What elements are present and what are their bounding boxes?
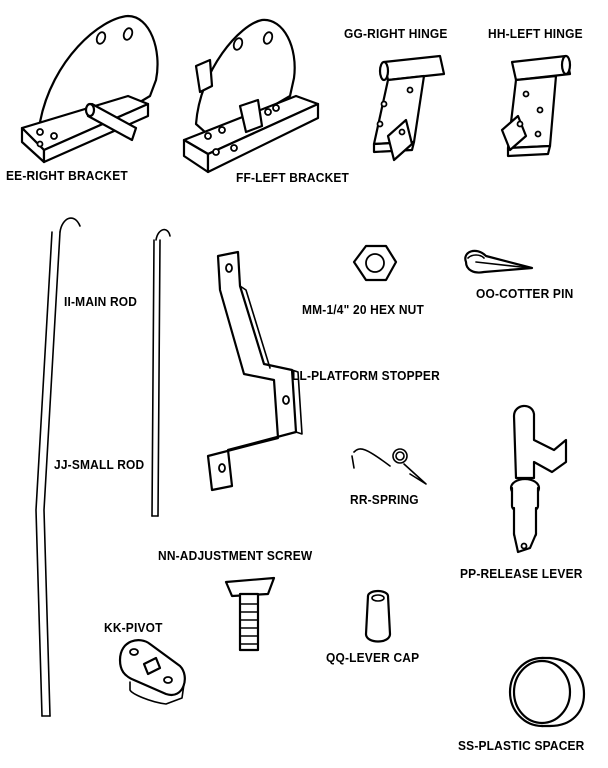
label-spring: RR-SPRING [350, 492, 419, 507]
label-release-lever: PP-RELEASE LEVER [460, 566, 583, 581]
label-cotter-pin: OO-COTTER PIN [476, 286, 574, 301]
platform-stopper-drawing [206, 250, 303, 492]
left-bracket-drawing [182, 18, 320, 174]
main-rod-drawing [35, 217, 81, 717]
label-main-rod: II-MAIN ROD [64, 294, 138, 309]
hex-nut-drawing [352, 244, 398, 282]
label-left-bracket: FF-LEFT BRACKET [236, 170, 350, 185]
label-right-hinge: GG-RIGHT HINGE [344, 26, 448, 41]
label-left-hinge: HH-LEFT HINGE [488, 26, 583, 41]
label-plastic-spacer: SS-PLASTIC SPACER [458, 738, 585, 753]
label-pivot: KK-PIVOT [104, 620, 163, 635]
label-hex-nut: MM-1/4" 20 HEX NUT [302, 302, 424, 317]
cotter-pin-drawing [464, 249, 534, 274]
lever-cap-drawing [364, 589, 392, 643]
left-hinge-drawing [500, 54, 572, 158]
label-platform-stopper: LL-PLATFORM STOPPER [292, 368, 440, 383]
right-bracket-drawing [20, 14, 159, 164]
small-rod-drawing [151, 228, 171, 517]
right-hinge-drawing [372, 54, 446, 162]
label-adjustment-screw: NN-ADJUSTMENT SCREW [158, 548, 313, 563]
label-right-bracket: EE-RIGHT BRACKET [6, 168, 128, 183]
pivot-drawing [118, 639, 186, 705]
release-lever-drawing [509, 404, 568, 554]
label-lever-cap: QQ-LEVER CAP [326, 650, 420, 665]
label-small-rod: JJ-SMALL ROD [54, 457, 145, 472]
adjustment-screw-drawing [224, 576, 276, 652]
plastic-spacer-drawing [508, 656, 586, 728]
spring-drawing [351, 448, 427, 485]
